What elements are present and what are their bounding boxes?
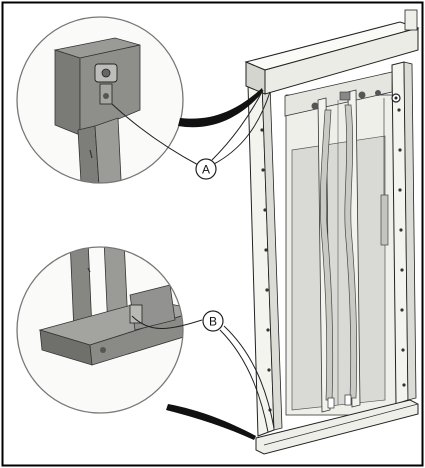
callout-b: B [202, 310, 224, 332]
lift-frame [244, 9, 420, 455]
counterweight [380, 194, 389, 246]
callout-a: A [195, 158, 217, 180]
top-fittings [311, 90, 401, 110]
hose-right [344, 104, 358, 399]
detail-view-b [16, 246, 256, 440]
callout-b-label: B [209, 315, 217, 329]
leader-lines [111, 89, 275, 433]
bottom-base [255, 399, 419, 455]
rail-holes [260, 108, 406, 412]
callout-a-label: A [202, 163, 210, 177]
rear-sheet [291, 135, 386, 411]
detail-view-a [16, 16, 263, 184]
